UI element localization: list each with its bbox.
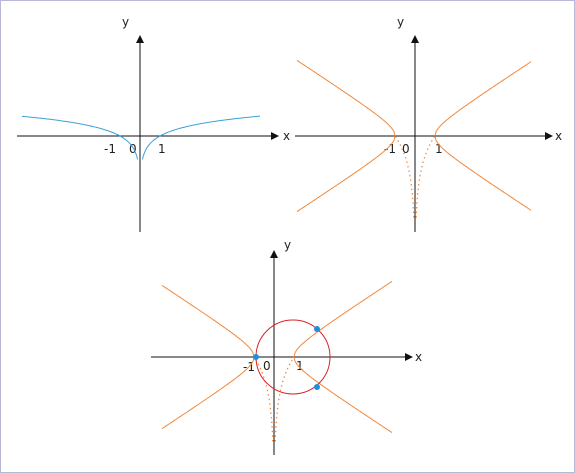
panel-top-left: x y -1 0 1: [17, 15, 290, 232]
panel-bottom: x y -1 0 1: [151, 238, 422, 455]
tick-label-zero: 0: [129, 142, 137, 156]
x-axis-arrow-icon: [545, 132, 553, 140]
x-axis-label: x: [283, 129, 290, 143]
curve-left-upper: [161, 284, 255, 358]
tick-label-zero: 0: [402, 142, 410, 156]
curve-ln-abs-right: [141, 115, 261, 160]
x-axis-arrow-icon: [405, 353, 413, 361]
curve-right-dotted: [415, 135, 436, 218]
panel-top-right: x y -1 0 1: [295, 15, 562, 232]
x-axis-label: x: [415, 350, 422, 364]
curve-right-upper: [293, 280, 393, 358]
curve-left-upper: [296, 59, 396, 137]
x-axis-arrow-icon: [271, 132, 279, 140]
tick-label-neg-one: -1: [384, 142, 396, 156]
x-axis-label: x: [555, 129, 562, 143]
curve-right-dotted: [274, 356, 295, 442]
y-axis-label: y: [397, 15, 404, 29]
y-axis-label: y: [122, 15, 129, 29]
intersection-point-left: [253, 354, 259, 360]
tick-label-one: 1: [435, 142, 443, 156]
tick-label-one: 1: [158, 142, 166, 156]
intersection-point-lower: [314, 384, 320, 390]
tick-label-one: 1: [296, 359, 304, 373]
curve-right-lower: [434, 135, 532, 211]
curve-ln-abs-left: [21, 115, 139, 160]
y-axis-arrow-icon: [270, 250, 278, 258]
curve-left-dotted: [394, 135, 415, 218]
tick-label-zero: 0: [263, 359, 271, 373]
y-axis-label: y: [284, 238, 291, 252]
curve-left-lower: [161, 356, 255, 430]
y-axis-arrow-icon: [136, 35, 144, 43]
curve-right-upper: [434, 61, 532, 137]
curve-right-lower: [293, 356, 393, 434]
tick-label-neg-one: -1: [104, 142, 116, 156]
curve-left-lower: [296, 135, 396, 213]
y-axis-arrow-icon: [411, 35, 419, 43]
intersection-point-upper: [314, 326, 320, 332]
